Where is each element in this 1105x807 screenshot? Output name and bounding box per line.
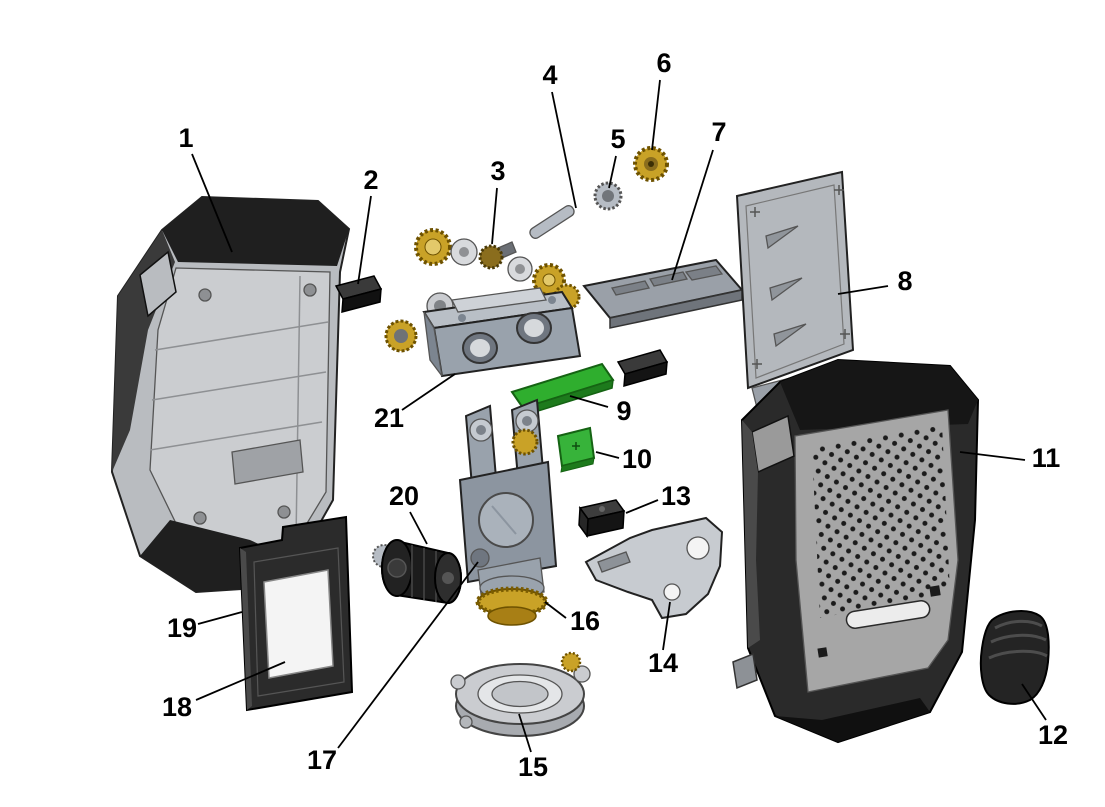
leader-21 bbox=[401, 373, 456, 411]
callout-10: 10 bbox=[622, 444, 652, 474]
callout-3: 3 bbox=[490, 156, 505, 186]
leader-1 bbox=[191, 153, 233, 253]
leader-3 bbox=[491, 187, 498, 245]
bracket-hole bbox=[663, 583, 681, 601]
brass-screw bbox=[560, 651, 582, 673]
motor-cylinder bbox=[372, 539, 462, 605]
leader-13 bbox=[625, 499, 659, 514]
ring-lug bbox=[450, 674, 466, 690]
pcb-strip bbox=[510, 362, 615, 418]
window-frame bbox=[238, 515, 354, 712]
leader-4 bbox=[551, 91, 577, 209]
mounting-bracket bbox=[584, 516, 724, 620]
callout-8: 8 bbox=[897, 266, 912, 296]
pivot-pin bbox=[529, 205, 575, 239]
pendulum-assembly bbox=[458, 398, 558, 626]
front-housing bbox=[732, 358, 980, 744]
leader-9 bbox=[569, 395, 609, 408]
leader-19 bbox=[197, 611, 243, 625]
front-housing-top-band bbox=[780, 360, 978, 430]
laser-window-slot bbox=[845, 600, 931, 629]
callout-14: 14 bbox=[648, 648, 678, 678]
latch-rib bbox=[765, 225, 799, 250]
callout-15: 15 bbox=[518, 752, 548, 782]
cross-marks bbox=[750, 185, 850, 369]
leader-7 bbox=[671, 149, 714, 281]
callout-13: 13 bbox=[661, 481, 691, 511]
callout-1: 1 bbox=[178, 123, 193, 153]
spacer-block bbox=[334, 275, 383, 313]
ring-lug bbox=[573, 665, 591, 683]
rear-housing-shell bbox=[110, 195, 351, 594]
front-housing-bottom-band bbox=[775, 698, 930, 742]
speaker-hole-grid bbox=[812, 424, 950, 618]
rear-shell-bottom-recess bbox=[231, 439, 304, 485]
switch-nub bbox=[599, 506, 605, 512]
leader-17 bbox=[337, 561, 479, 749]
bracket-hole bbox=[686, 536, 710, 560]
callout-2: 2 bbox=[363, 165, 378, 195]
brass-knurled-nut bbox=[511, 428, 539, 456]
ring-lug bbox=[459, 715, 473, 729]
front-housing-window bbox=[751, 414, 795, 474]
small-port bbox=[470, 548, 490, 568]
base-ring bbox=[450, 651, 591, 737]
callout-18: 18 bbox=[162, 692, 192, 722]
rubber-block bbox=[616, 349, 669, 388]
leader-12 bbox=[1021, 683, 1047, 721]
callout-12: 12 bbox=[1038, 720, 1068, 750]
lens-port bbox=[478, 492, 534, 548]
leader-lines bbox=[191, 79, 1047, 753]
switch-block bbox=[578, 499, 626, 539]
callout-17: 17 bbox=[307, 745, 337, 775]
callout-9: 9 bbox=[616, 396, 631, 426]
housing-tab bbox=[732, 652, 758, 690]
callout-4: 4 bbox=[542, 60, 557, 90]
callouts: 1 2 3 4 5 6 7 8 9 10 11 12 13 14 15 16 1… bbox=[162, 48, 1068, 782]
gear-housing-block bbox=[422, 287, 582, 378]
callout-19: 19 bbox=[167, 613, 197, 643]
logo-mark bbox=[817, 647, 828, 658]
callout-5: 5 bbox=[610, 124, 625, 154]
glass-window bbox=[263, 569, 334, 679]
green-pad bbox=[556, 426, 596, 473]
logo-mark bbox=[929, 585, 941, 597]
leader-5 bbox=[608, 155, 617, 189]
leader-2 bbox=[357, 195, 372, 285]
belt-clip bbox=[979, 610, 1050, 705]
leader-18 bbox=[195, 661, 286, 701]
callout-7: 7 bbox=[711, 117, 726, 147]
leader-6 bbox=[651, 79, 661, 151]
leader-11 bbox=[959, 451, 1026, 461]
rear-shell-top-band bbox=[162, 197, 349, 266]
leader-8 bbox=[837, 285, 889, 295]
screw-boss bbox=[198, 288, 212, 302]
latch-rib bbox=[773, 323, 807, 348]
front-housing-left-edge bbox=[742, 420, 760, 648]
rear-shell-window bbox=[139, 250, 177, 318]
screw-boss bbox=[303, 283, 317, 297]
latch-rib bbox=[769, 277, 803, 302]
callout-11: 11 bbox=[1032, 443, 1061, 473]
callout-16: 16 bbox=[570, 606, 600, 636]
leader-20 bbox=[409, 511, 428, 545]
bracket-slot bbox=[597, 551, 631, 573]
callout-20: 20 bbox=[389, 481, 419, 511]
leader-16 bbox=[544, 601, 567, 619]
callout-6: 6 bbox=[656, 48, 671, 78]
drive-gear bbox=[478, 244, 504, 270]
leader-15 bbox=[518, 713, 532, 753]
rear-shell-interior bbox=[149, 267, 331, 549]
leader-14 bbox=[662, 601, 671, 651]
contact-plate bbox=[582, 258, 744, 329]
leader-10 bbox=[595, 451, 620, 459]
callout-21: 21 bbox=[374, 403, 404, 433]
screw-boss bbox=[193, 511, 207, 525]
screw-boss bbox=[277, 505, 291, 519]
